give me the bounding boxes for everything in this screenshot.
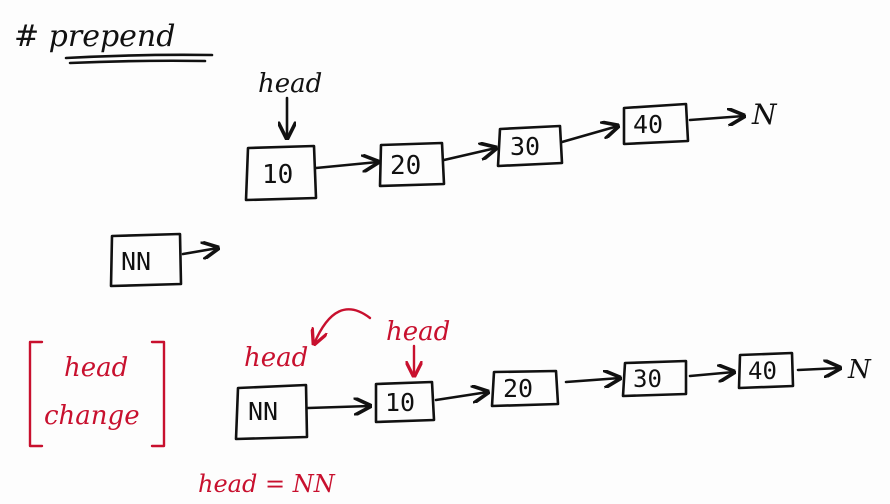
- top-null: N: [751, 98, 778, 131]
- bottom-node-NN-value: NN: [248, 397, 278, 426]
- arrow-20-30: [442, 148, 496, 162]
- bracket-note-line-2: change: [44, 401, 140, 431]
- bottom-node-20-value: 20: [503, 374, 533, 403]
- new-node: NN: [109, 232, 183, 288]
- top-node-40: 40: [622, 102, 690, 146]
- title: # prepend: [14, 19, 175, 54]
- assignment-text: head = NN: [198, 470, 336, 498]
- bottom-null: N: [847, 355, 872, 385]
- arrow-10-20-bottom: [434, 392, 488, 400]
- arrow-30-40-bottom: [688, 372, 734, 376]
- bottom-node-40-value: 40: [748, 357, 777, 385]
- new-node-next-arrow: [181, 248, 218, 254]
- bracket-right: [150, 340, 166, 448]
- arrow-30-40: [560, 126, 618, 144]
- bottom-node-30: 30: [621, 359, 688, 398]
- top-node-10-value: 10: [262, 160, 293, 190]
- old-head-label: head: [244, 343, 308, 373]
- head-label-top: head: [258, 69, 322, 99]
- arrow-40-null-bottom: [796, 368, 840, 370]
- arrow-NN-10: [306, 406, 370, 408]
- head-move-arrow: [314, 308, 372, 344]
- bottom-node-NN: NN: [234, 383, 309, 441]
- arrow-40-null: [688, 116, 744, 120]
- bottom-node-10: 10: [374, 380, 436, 424]
- top-node-30-value: 30: [510, 132, 540, 161]
- top-node-20-value: 20: [390, 151, 421, 181]
- top-node-40-value: 40: [633, 110, 663, 139]
- bracket-left: [28, 340, 44, 448]
- bracket-note-line-1: head: [64, 353, 128, 383]
- bottom-node-10-value: 10: [385, 388, 415, 417]
- title-underline-2: [68, 59, 207, 65]
- top-node-20: 20: [378, 141, 446, 188]
- new-head-label: head: [386, 317, 450, 347]
- top-node-30: 30: [496, 124, 564, 168]
- bottom-node-20: 20: [490, 369, 560, 408]
- arrow-20-30-bottom: [564, 378, 620, 382]
- new-node-value: NN: [121, 247, 151, 276]
- title-underline: [64, 53, 214, 60]
- bottom-node-30-value: 30: [633, 365, 662, 393]
- arrow-10-20: [314, 162, 378, 168]
- bottom-node-40: 40: [737, 351, 795, 390]
- top-node-10: 10: [244, 144, 318, 202]
